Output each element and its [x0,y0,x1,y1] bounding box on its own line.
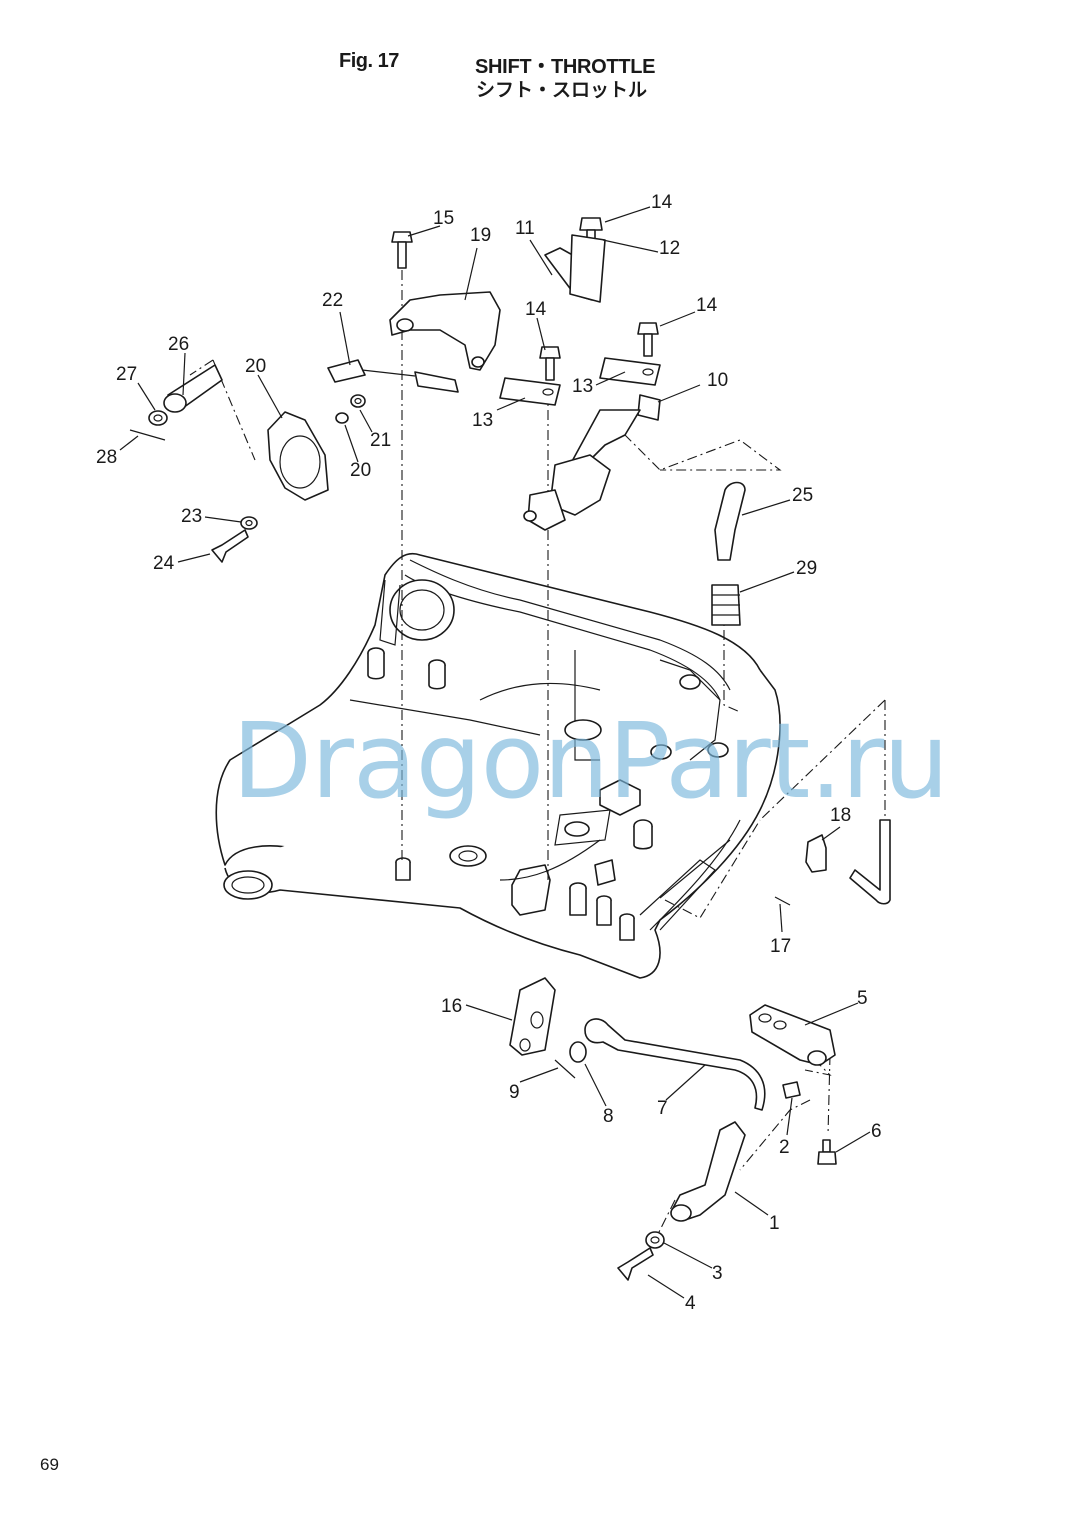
callout-11: 11 [515,218,535,239]
leader-lines [119,206,871,1299]
bolt-21 [211,529,249,563]
callout-29: 28 [96,447,117,468]
lever-5 [749,1004,836,1066]
callout-26: 29 [796,558,817,579]
plate-13b [599,357,661,386]
callout-17: 19 [470,225,491,246]
washer-20a [350,394,366,408]
callout-27: 26 [168,334,189,355]
callout-1: 1 [769,1213,780,1234]
callout-15: 15 [433,208,454,229]
washer-28 [148,410,168,426]
callout-10: 10 [707,370,728,391]
callout-6: 6 [871,1121,882,1142]
callout-12: 12 [659,238,680,259]
callout-16: 16 [441,996,462,1017]
cable-holder-18 [267,411,329,501]
collar-19 [335,412,349,424]
lower-parts [509,977,837,1281]
bolt-15 [391,231,413,269]
callout-4: 4 [685,1293,696,1314]
callout-22: 22 [322,290,343,311]
page-number: 69 [40,1455,59,1474]
washer-8 [569,1041,587,1063]
lower-cover-assembly [215,553,781,979]
rod-end-22 [327,359,366,383]
callout-14-top: 14 [651,192,673,213]
callout-18: 20 [245,356,266,377]
shift-shaft-10 [637,394,661,421]
clip-29 [129,429,166,441]
callout-9: 9 [509,1082,520,1103]
callout-8: 8 [603,1106,614,1127]
callout-3: 3 [712,1263,723,1284]
collar-2 [782,1081,801,1099]
figure-title-japanese: シフト・スロットル [476,79,648,101]
callout-14-mid: 14 [525,299,547,320]
right-parts [774,819,891,906]
callout-23: 25 [792,485,813,506]
figure-header: Fig. 17 SHIFT・THROTTLE シフト・スロットル [0,48,1075,108]
callout-28: 27 [116,364,137,385]
callout-2: 2 [779,1137,790,1158]
washer-3 [645,1231,665,1249]
plate-12 [569,234,606,303]
callout-20-upper: 21 [370,430,391,451]
shift-arm-1 [671,1121,746,1221]
watermark-text: DragonPart.ru [232,700,949,822]
figure-number: Fig. 17 [339,50,399,72]
plate-13a [499,377,561,406]
cotter-pin-9 [554,1059,576,1079]
bolt-4 [617,1247,654,1281]
callout-13-right: 13 [572,376,593,397]
upper-parts [129,217,746,626]
callout-25: 17 [770,936,791,957]
callout-14-right: 14 [696,295,718,316]
callout-7: 7 [657,1098,668,1119]
plate-16 [509,977,556,1056]
callout-numbers: 14 12 11 19 15 22 14 14 26 20 27 28 10 1… [96,192,882,1314]
callout-20-lower: 23 [181,506,202,527]
washer-20b [240,516,258,530]
hose-23 [714,481,746,561]
shift-rod-7 [584,1018,766,1111]
callout-5: 5 [857,988,868,1009]
callout-21: 24 [153,553,175,574]
callout-19: 20 [350,460,371,481]
callout-13-left: 13 [472,410,493,431]
holder-24 [805,834,827,873]
pin-25 [774,896,791,906]
callout-24: 18 [830,805,851,826]
bolt-6 [822,1139,831,1153]
figure-title-english: SHIFT・THROTTLE [475,56,656,78]
